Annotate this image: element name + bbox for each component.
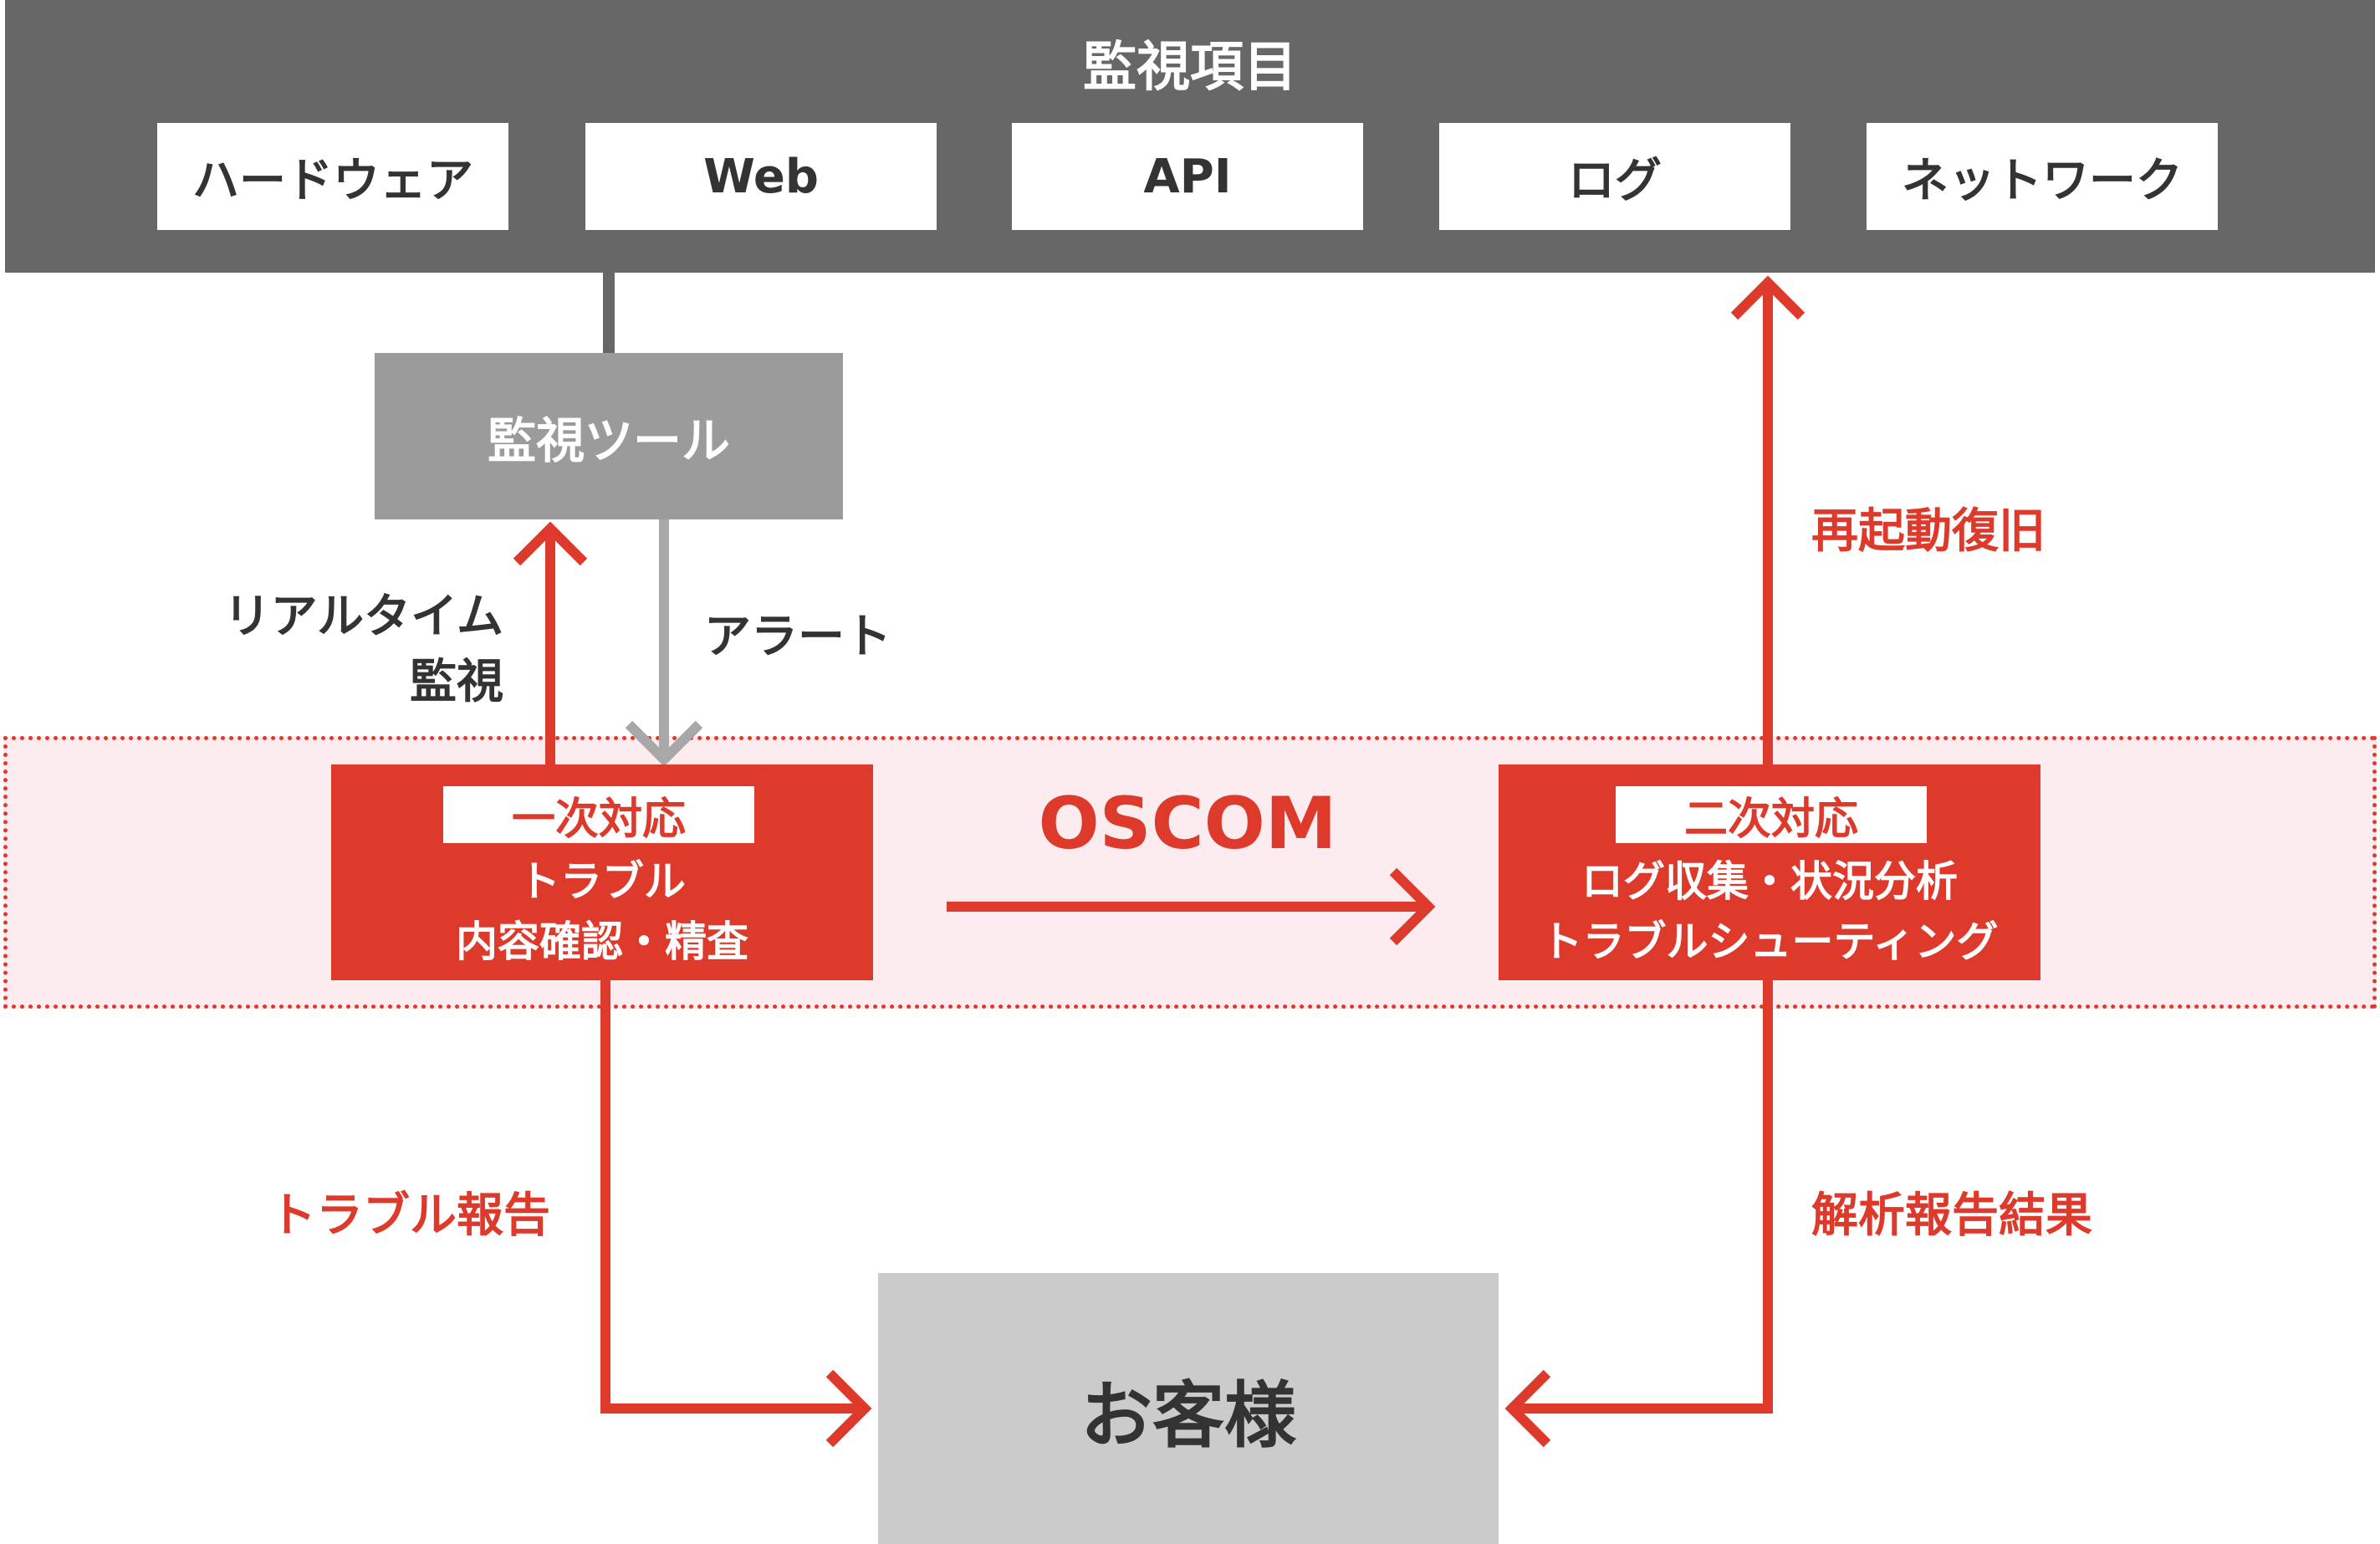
monitoring-targets-title: 監視項目 [1083,37,1297,99]
analysis-report-label: 解析報告結果 [1811,1189,2092,1243]
analysis-report-arrowhead [1504,1369,1551,1448]
target-api: API [1012,123,1363,230]
escalation-arrowhead [1389,867,1436,946]
trouble-report-arrowhead [825,1369,872,1448]
primary-response-line1: トラブル [518,857,686,906]
restart-arrowhead [1730,275,1805,320]
realtime-monitor-label-line2: 監視 [410,655,503,709]
alert-arrowhead [625,720,703,767]
target-network: ネットワーク [1867,123,2218,230]
analysis-report-arrow [1515,980,1773,1414]
target-hardware: ハードウェア [157,123,508,230]
realtime-monitor-label-line1: リアルタイム [223,590,503,644]
primary-response-box: 一次対応 トラブル 内容確認・精査 [331,764,873,980]
trouble-report-label: トラブル報告 [269,1189,550,1243]
target-log: ログ [1439,123,1790,230]
trouble-report-arrow [600,980,861,1414]
primary-response-line2: 内容確認・精査 [456,918,748,966]
secondary-response-tag: 二次対応 [1616,786,1927,845]
realtime-monitor-arrowhead [513,521,588,566]
oscom-label: OSCOM [1038,782,1337,866]
restart-recovery-label: 再起動復旧 [1811,504,2045,559]
secondary-response-line1: ログ収集・状況分析 [1581,857,1958,906]
secondary-response-box: 二次対応 ログ収集・状況分析 トラブルシューティング [1499,764,2040,980]
target-web: Web [585,123,937,230]
secondary-response-line2: トラブルシューティング [1540,918,1999,966]
customer-box: お客様 [878,1273,1499,1544]
monitoring-tool-box: 監視ツール [375,353,843,519]
alert-label: アラート [704,610,891,664]
primary-response-tag: 一次対応 [443,786,754,845]
